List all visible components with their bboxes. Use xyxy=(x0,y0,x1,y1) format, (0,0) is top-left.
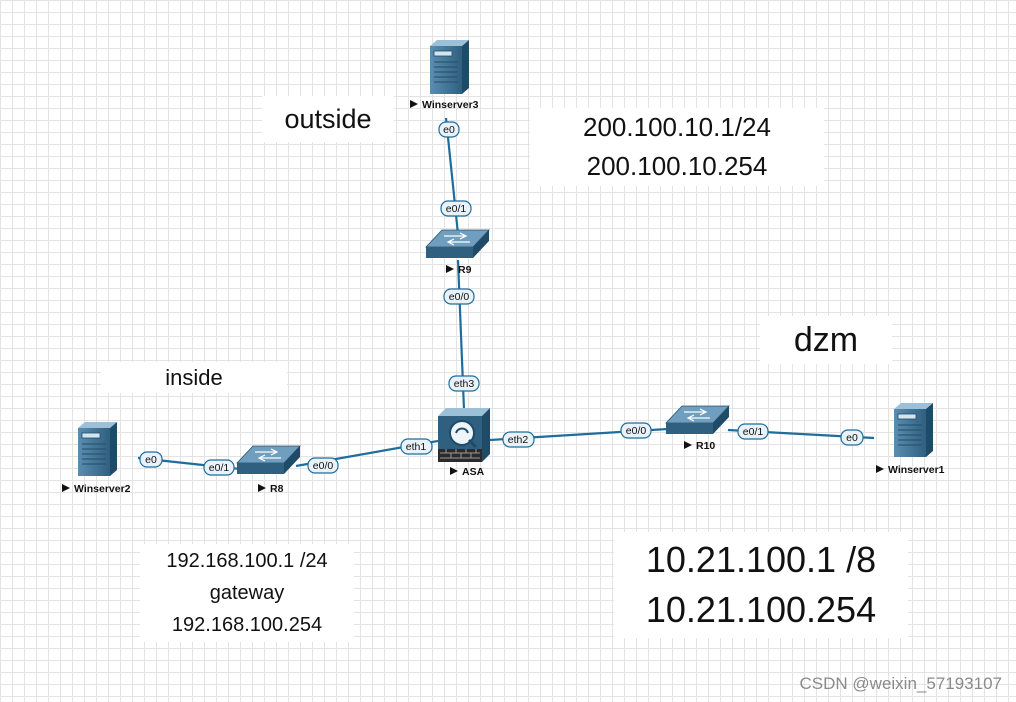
svg-text:e0: e0 xyxy=(443,124,455,136)
svg-text:eth2: eth2 xyxy=(508,434,529,446)
play-icon xyxy=(684,441,692,449)
port-label[interactable]: eth1 xyxy=(400,438,433,455)
port-label[interactable]: eth3 xyxy=(448,375,480,392)
node-label-asa: ASA xyxy=(462,466,485,478)
port-label[interactable]: e0/0 xyxy=(307,457,339,474)
port-label[interactable]: e0 xyxy=(840,429,864,446)
port-label[interactable]: e0/0 xyxy=(443,288,475,305)
node-label-r8: R8 xyxy=(270,483,284,495)
play-icon xyxy=(450,467,458,475)
outside-gateway-text: 200.100.10.254 xyxy=(586,151,768,181)
node-label-winserver1: Winserver1 xyxy=(888,464,945,476)
port-label[interactable]: e0 xyxy=(438,121,460,138)
note-outside-ip[interactable]: 200.100.10.1/24 200.100.10.254 xyxy=(530,108,824,186)
server-icon xyxy=(78,422,117,476)
port-label[interactable]: e0/0 xyxy=(620,422,652,439)
dmz-ip-text: 10.21.100.1 /8 xyxy=(645,539,877,580)
server-icon xyxy=(894,403,933,457)
play-icon xyxy=(62,484,70,492)
svg-text:e0/0: e0/0 xyxy=(313,460,334,472)
note-inside[interactable]: inside xyxy=(101,362,287,393)
node-r9[interactable]: R9 xyxy=(425,229,490,276)
zone-label-inside: inside xyxy=(165,364,223,390)
port-label[interactable]: e0/1 xyxy=(440,200,472,217)
svg-text:eth3: eth3 xyxy=(454,378,475,390)
watermark: CSDN @weixin_57193107 xyxy=(799,674,1002,693)
port-labels: e0 e0/1 e0/0 eth3 eth1 eth2 e0/0 e0/1 xyxy=(139,121,864,476)
svg-text:e0: e0 xyxy=(145,454,157,466)
node-winserver3[interactable]: Winserver3 xyxy=(410,40,479,111)
svg-text:eth1: eth1 xyxy=(406,441,427,453)
note-dzm[interactable]: dzm xyxy=(760,316,892,364)
port-label[interactable]: eth2 xyxy=(502,431,535,448)
node-r10[interactable]: R10 xyxy=(665,405,730,452)
inside-gateway-label: gateway xyxy=(209,582,285,604)
play-icon xyxy=(446,265,454,273)
svg-text:e0/1: e0/1 xyxy=(209,462,230,474)
firewall-icon xyxy=(438,408,490,462)
zone-label-outside: outside xyxy=(284,103,372,134)
server-icon xyxy=(430,40,469,94)
node-r8[interactable]: R8 xyxy=(236,445,301,495)
switch-icon xyxy=(665,405,730,434)
outside-ip-text: 200.100.10.1/24 xyxy=(583,112,771,142)
switch-icon xyxy=(236,445,301,474)
port-label[interactable]: e0/1 xyxy=(737,423,769,440)
play-icon xyxy=(410,100,418,108)
node-label-r10: R10 xyxy=(696,440,715,452)
node-label-r9: R9 xyxy=(458,264,472,276)
svg-text:e0/0: e0/0 xyxy=(449,291,470,303)
node-winserver2[interactable]: Winserver2 xyxy=(62,422,131,495)
play-icon xyxy=(876,465,884,473)
switch-icon xyxy=(425,229,490,258)
play-icon xyxy=(258,484,266,492)
inside-ip-text: 192.168.100.1 /24 xyxy=(166,550,328,572)
node-asa[interactable]: ASA xyxy=(438,408,490,478)
svg-text:e0/1: e0/1 xyxy=(743,426,764,438)
note-dmz-ip[interactable]: 10.21.100.1 /8 10.21.100.254 xyxy=(614,532,908,638)
svg-text:e0/0: e0/0 xyxy=(626,425,647,437)
node-label-winserver2: Winserver2 xyxy=(74,483,131,495)
note-inside-ip[interactable]: 192.168.100.1 /24 gateway 192.168.100.25… xyxy=(140,544,354,642)
port-label[interactable]: e0/1 xyxy=(203,459,235,476)
node-label-winserver3: Winserver3 xyxy=(422,99,479,111)
node-winserver1[interactable]: Winserver1 xyxy=(876,403,945,476)
svg-text:e0: e0 xyxy=(846,432,858,444)
inside-gateway-text: 192.168.100.254 xyxy=(171,614,323,636)
svg-text:e0/1: e0/1 xyxy=(446,203,467,215)
port-label[interactable]: e0 xyxy=(139,451,163,468)
zone-label-dzm: dzm xyxy=(793,320,859,359)
dmz-gateway-text: 10.21.100.254 xyxy=(645,589,877,630)
note-outside[interactable]: outside xyxy=(262,96,394,142)
